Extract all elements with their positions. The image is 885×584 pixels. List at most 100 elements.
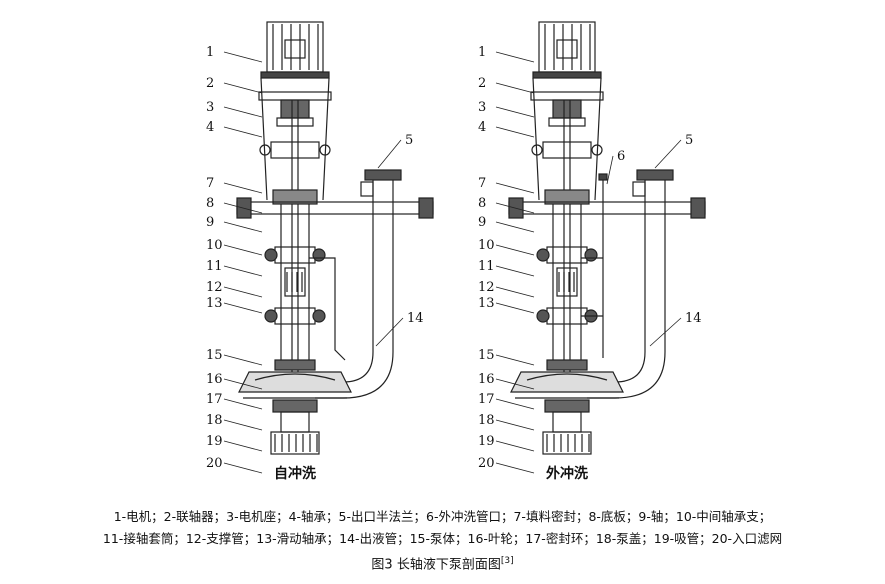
coupling-flange xyxy=(276,117,314,127)
shaft-sleeve xyxy=(284,267,306,297)
left-pump-drawing xyxy=(236,21,434,455)
leader-line xyxy=(223,221,263,233)
motor xyxy=(538,21,596,73)
leader-line xyxy=(495,126,535,138)
leader-line xyxy=(223,462,263,474)
callout-number: 15 xyxy=(206,348,223,363)
outlet-flange-bolt xyxy=(360,181,374,197)
leader-line xyxy=(223,398,263,410)
flush-branch xyxy=(581,257,603,317)
callout-number: 1 xyxy=(478,45,486,60)
leader-line xyxy=(223,302,263,314)
leader-line xyxy=(495,244,535,256)
callout-number: 18 xyxy=(478,413,495,428)
callout-number: 7 xyxy=(206,176,214,191)
caption-text: 图3 长轴液下泵剖面图 xyxy=(371,557,501,573)
pump-body xyxy=(238,371,352,393)
leader-line xyxy=(223,126,263,138)
leader-line xyxy=(223,419,263,431)
impeller xyxy=(526,373,608,381)
callout-number: 5 xyxy=(405,133,413,148)
callout-number: 20 xyxy=(478,456,495,471)
leader-line xyxy=(495,202,535,214)
callout-number: 19 xyxy=(478,434,495,449)
pump-cover xyxy=(544,399,590,413)
right-panel-label: 外冲洗 xyxy=(546,465,588,482)
callout-number: 6 xyxy=(617,149,625,164)
callout-number: 8 xyxy=(478,196,486,211)
bearing-bolt xyxy=(536,309,550,323)
coupling xyxy=(280,99,310,119)
motor-flange xyxy=(260,71,330,79)
leader-line xyxy=(223,106,263,118)
callout-number: 9 xyxy=(206,215,214,230)
bearing-bolt xyxy=(531,144,543,156)
pump-body-top xyxy=(546,359,588,371)
motor-terminal-box xyxy=(556,39,578,59)
bearing-bolt xyxy=(259,144,271,156)
leader-line xyxy=(223,286,263,298)
pump-body xyxy=(510,371,624,393)
callout-number: 16 xyxy=(206,372,223,387)
callout-number: 13 xyxy=(478,296,495,311)
callout-number: 17 xyxy=(478,392,495,407)
leader-line xyxy=(495,462,535,474)
bearing-bolt xyxy=(312,248,326,262)
bearing-bolt xyxy=(264,248,278,262)
leader-line xyxy=(495,182,535,194)
leader-line xyxy=(495,82,535,94)
callout-number: 12 xyxy=(478,280,495,295)
motor-seat-ring xyxy=(530,91,604,101)
leader-line xyxy=(223,440,263,452)
suction-pipe xyxy=(552,411,582,433)
callout-number: 4 xyxy=(478,120,486,135)
leader-line xyxy=(223,202,263,214)
bearing-bolt xyxy=(319,144,331,156)
inlet-strainer xyxy=(542,431,592,455)
outlet-half-flange xyxy=(364,169,402,181)
shaft-sleeve xyxy=(556,267,578,297)
diagram-canvas: 1234578910111213141516171819201234567891… xyxy=(206,21,706,482)
pump-body-top xyxy=(274,359,316,371)
coupling-flange xyxy=(548,117,586,127)
callout-number: 16 xyxy=(478,372,495,387)
leader-line xyxy=(495,106,535,118)
callout-number: 20 xyxy=(206,456,223,471)
motor xyxy=(266,21,324,73)
right-pump-drawing xyxy=(508,21,706,455)
leader-line xyxy=(223,354,263,366)
outlet-flange-bolt xyxy=(632,181,646,197)
leader-line xyxy=(495,302,535,314)
leader-line xyxy=(375,317,404,347)
bearing-housing xyxy=(270,141,320,159)
leader-line xyxy=(223,51,263,63)
leader-line xyxy=(495,398,535,410)
left-panel-label: 自冲洗 xyxy=(274,465,316,482)
bearing-bolt xyxy=(264,309,278,323)
callout-number: 18 xyxy=(206,413,223,428)
callout-number: 10 xyxy=(206,238,223,253)
leader-line xyxy=(606,155,614,185)
bearing-bolt xyxy=(312,309,326,323)
motor-seat-ring xyxy=(258,91,332,101)
motor-seat xyxy=(532,77,602,201)
motor-flange xyxy=(532,71,602,79)
leader-line xyxy=(649,317,682,347)
callout-number: 7 xyxy=(478,176,486,191)
self-flush-line xyxy=(309,257,346,361)
callout-number: 9 xyxy=(478,215,486,230)
suction-pipe xyxy=(280,411,310,433)
outlet-half-flange xyxy=(636,169,674,181)
external-flush-port xyxy=(598,173,608,181)
bearing-bolt xyxy=(536,248,550,262)
leader-line xyxy=(495,354,535,366)
callout-number: 5 xyxy=(685,133,693,148)
leader-line xyxy=(495,286,535,298)
callout-number: 10 xyxy=(478,238,495,253)
callout-number: 19 xyxy=(206,434,223,449)
leader-line xyxy=(495,419,535,431)
motor-seat xyxy=(260,77,330,201)
callout-labels: 1234578910111213141516171819201234567891… xyxy=(206,45,702,474)
leader-line xyxy=(223,265,263,277)
